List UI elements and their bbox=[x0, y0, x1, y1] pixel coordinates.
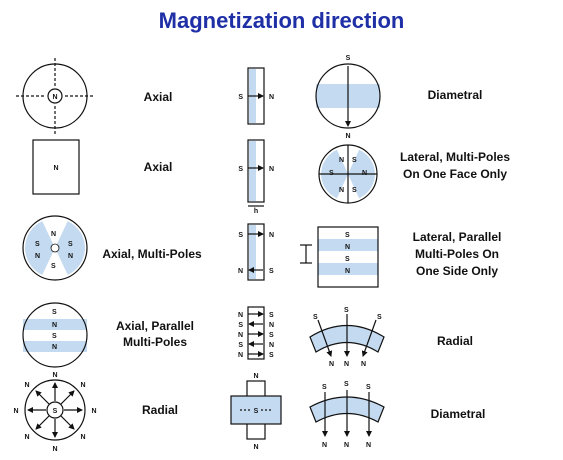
pole-n: N bbox=[253, 444, 258, 451]
radial-block-figure: S N N bbox=[230, 373, 282, 451]
pole-s: S bbox=[269, 268, 274, 275]
dimension-h: h bbox=[254, 208, 258, 215]
axial-multipole-disc: S N S N S N bbox=[22, 215, 88, 281]
pole-s: S bbox=[352, 187, 357, 194]
pole-s: S bbox=[238, 166, 243, 173]
pole-n: N bbox=[80, 434, 85, 441]
axial-block-figure: N bbox=[32, 139, 80, 195]
pole-n: N bbox=[339, 157, 344, 164]
pole-s: S bbox=[345, 232, 350, 239]
pole-n: N bbox=[238, 332, 243, 339]
lateral-parallel-block: S N S N bbox=[300, 226, 379, 288]
diametral-disc-figure: S N bbox=[315, 55, 381, 140]
pole-n: N bbox=[52, 344, 57, 351]
pole-n: N bbox=[52, 446, 57, 453]
pole-s: S bbox=[238, 322, 243, 329]
axial-parallel-disc: S N S N bbox=[22, 302, 88, 368]
pole-s: S bbox=[313, 314, 318, 321]
pole-s: S bbox=[377, 314, 382, 321]
page-title: Magnetization direction bbox=[158, 8, 405, 33]
pole-n: N bbox=[24, 434, 29, 441]
label-r3-right-3: One Side Only bbox=[416, 264, 498, 278]
pole-s: S bbox=[238, 94, 243, 101]
pole-s: S bbox=[366, 384, 371, 391]
pole-n: N bbox=[269, 322, 274, 329]
axial-side-view-2: S N h bbox=[238, 139, 274, 215]
label-r3-right-2: Multi-Poles On bbox=[415, 247, 499, 261]
axial-side-view-1: S N bbox=[238, 67, 274, 125]
pole-s: S bbox=[269, 352, 274, 359]
pole-s: S bbox=[329, 170, 334, 177]
pole-s: S bbox=[68, 241, 73, 248]
pole-s: S bbox=[352, 157, 357, 164]
pole-s: S bbox=[238, 232, 243, 239]
label-r3-left: Axial, Multi-Poles bbox=[102, 247, 202, 261]
label-r5-left: Radial bbox=[142, 403, 178, 417]
pole-n: N bbox=[238, 312, 243, 319]
pole-n: N bbox=[269, 166, 274, 173]
pole-n: N bbox=[13, 408, 18, 415]
pole-n: N bbox=[35, 253, 40, 260]
label-r2-right-1: Lateral, Multi-Poles bbox=[400, 150, 510, 164]
pole-s: S bbox=[238, 342, 243, 349]
pole-s: S bbox=[269, 332, 274, 339]
pole-n: N bbox=[362, 170, 367, 177]
pole-n: N bbox=[345, 268, 350, 275]
pole-n: N bbox=[80, 382, 85, 389]
radial-ring-figure: S N N N N N N N N bbox=[13, 372, 96, 453]
pole-n: N bbox=[269, 342, 274, 349]
pole-n: N bbox=[329, 361, 334, 368]
pole-s: S bbox=[322, 384, 327, 391]
pole-n: N bbox=[52, 372, 57, 379]
diametral-arc-segment: S S S N N N bbox=[309, 381, 385, 449]
label-r1-right: Diametral bbox=[428, 88, 483, 102]
label-r2-right-2: On One Face Only bbox=[403, 167, 507, 181]
pole-s: S bbox=[269, 312, 274, 319]
pole-s: S bbox=[52, 333, 57, 340]
pole-s: S bbox=[346, 55, 351, 62]
pole-n: N bbox=[269, 94, 274, 101]
pole-n: N bbox=[345, 244, 350, 251]
pole-n: N bbox=[53, 165, 58, 172]
pole-n: N bbox=[238, 268, 243, 275]
pole-n: N bbox=[269, 232, 274, 239]
pole-n: N bbox=[52, 322, 57, 329]
pole-s: S bbox=[51, 263, 56, 270]
pole-s: S bbox=[344, 307, 349, 314]
pole-n: N bbox=[253, 373, 258, 380]
axial-multipole-side-view: S N N S bbox=[238, 223, 274, 281]
pole-s: S bbox=[52, 309, 57, 316]
lateral-multipole-disc: N S S N N S bbox=[318, 144, 378, 204]
label-r2-left: Axial bbox=[144, 160, 173, 174]
pole-n: N bbox=[344, 442, 349, 449]
label-r3-right-1: Lateral, Parallel bbox=[413, 230, 502, 244]
pole-s: S bbox=[254, 408, 259, 415]
axial-ring-figure: N bbox=[16, 58, 94, 134]
pole-n: N bbox=[339, 187, 344, 194]
pole-n: N bbox=[68, 253, 73, 260]
pole-n: N bbox=[238, 352, 243, 359]
pole-n: N bbox=[366, 442, 371, 449]
pole-n: N bbox=[361, 361, 366, 368]
pole-s: S bbox=[53, 408, 58, 415]
pole-n: N bbox=[322, 442, 327, 449]
label-r1-left: Axial bbox=[144, 90, 173, 104]
pole-s: S bbox=[35, 241, 40, 248]
pole-n: N bbox=[91, 408, 96, 415]
label-r4-right: Radial bbox=[437, 334, 473, 348]
axial-parallel-side-view: N S N S N S N S N S bbox=[238, 306, 274, 360]
pole-n: N bbox=[51, 231, 56, 238]
label-r5-right: Diametral bbox=[431, 407, 486, 421]
pole-s: S bbox=[345, 256, 350, 263]
label-r4-left-2: Multi-Poles bbox=[123, 335, 187, 349]
pole-n: N bbox=[52, 94, 57, 101]
pole-s: S bbox=[344, 381, 349, 388]
pole-n: N bbox=[24, 382, 29, 389]
label-r4-left-1: Axial, Parallel bbox=[116, 319, 194, 333]
radial-arc-segment: S S S N N N bbox=[309, 307, 385, 368]
pole-n: N bbox=[344, 361, 349, 368]
pole-n: N bbox=[345, 133, 350, 140]
